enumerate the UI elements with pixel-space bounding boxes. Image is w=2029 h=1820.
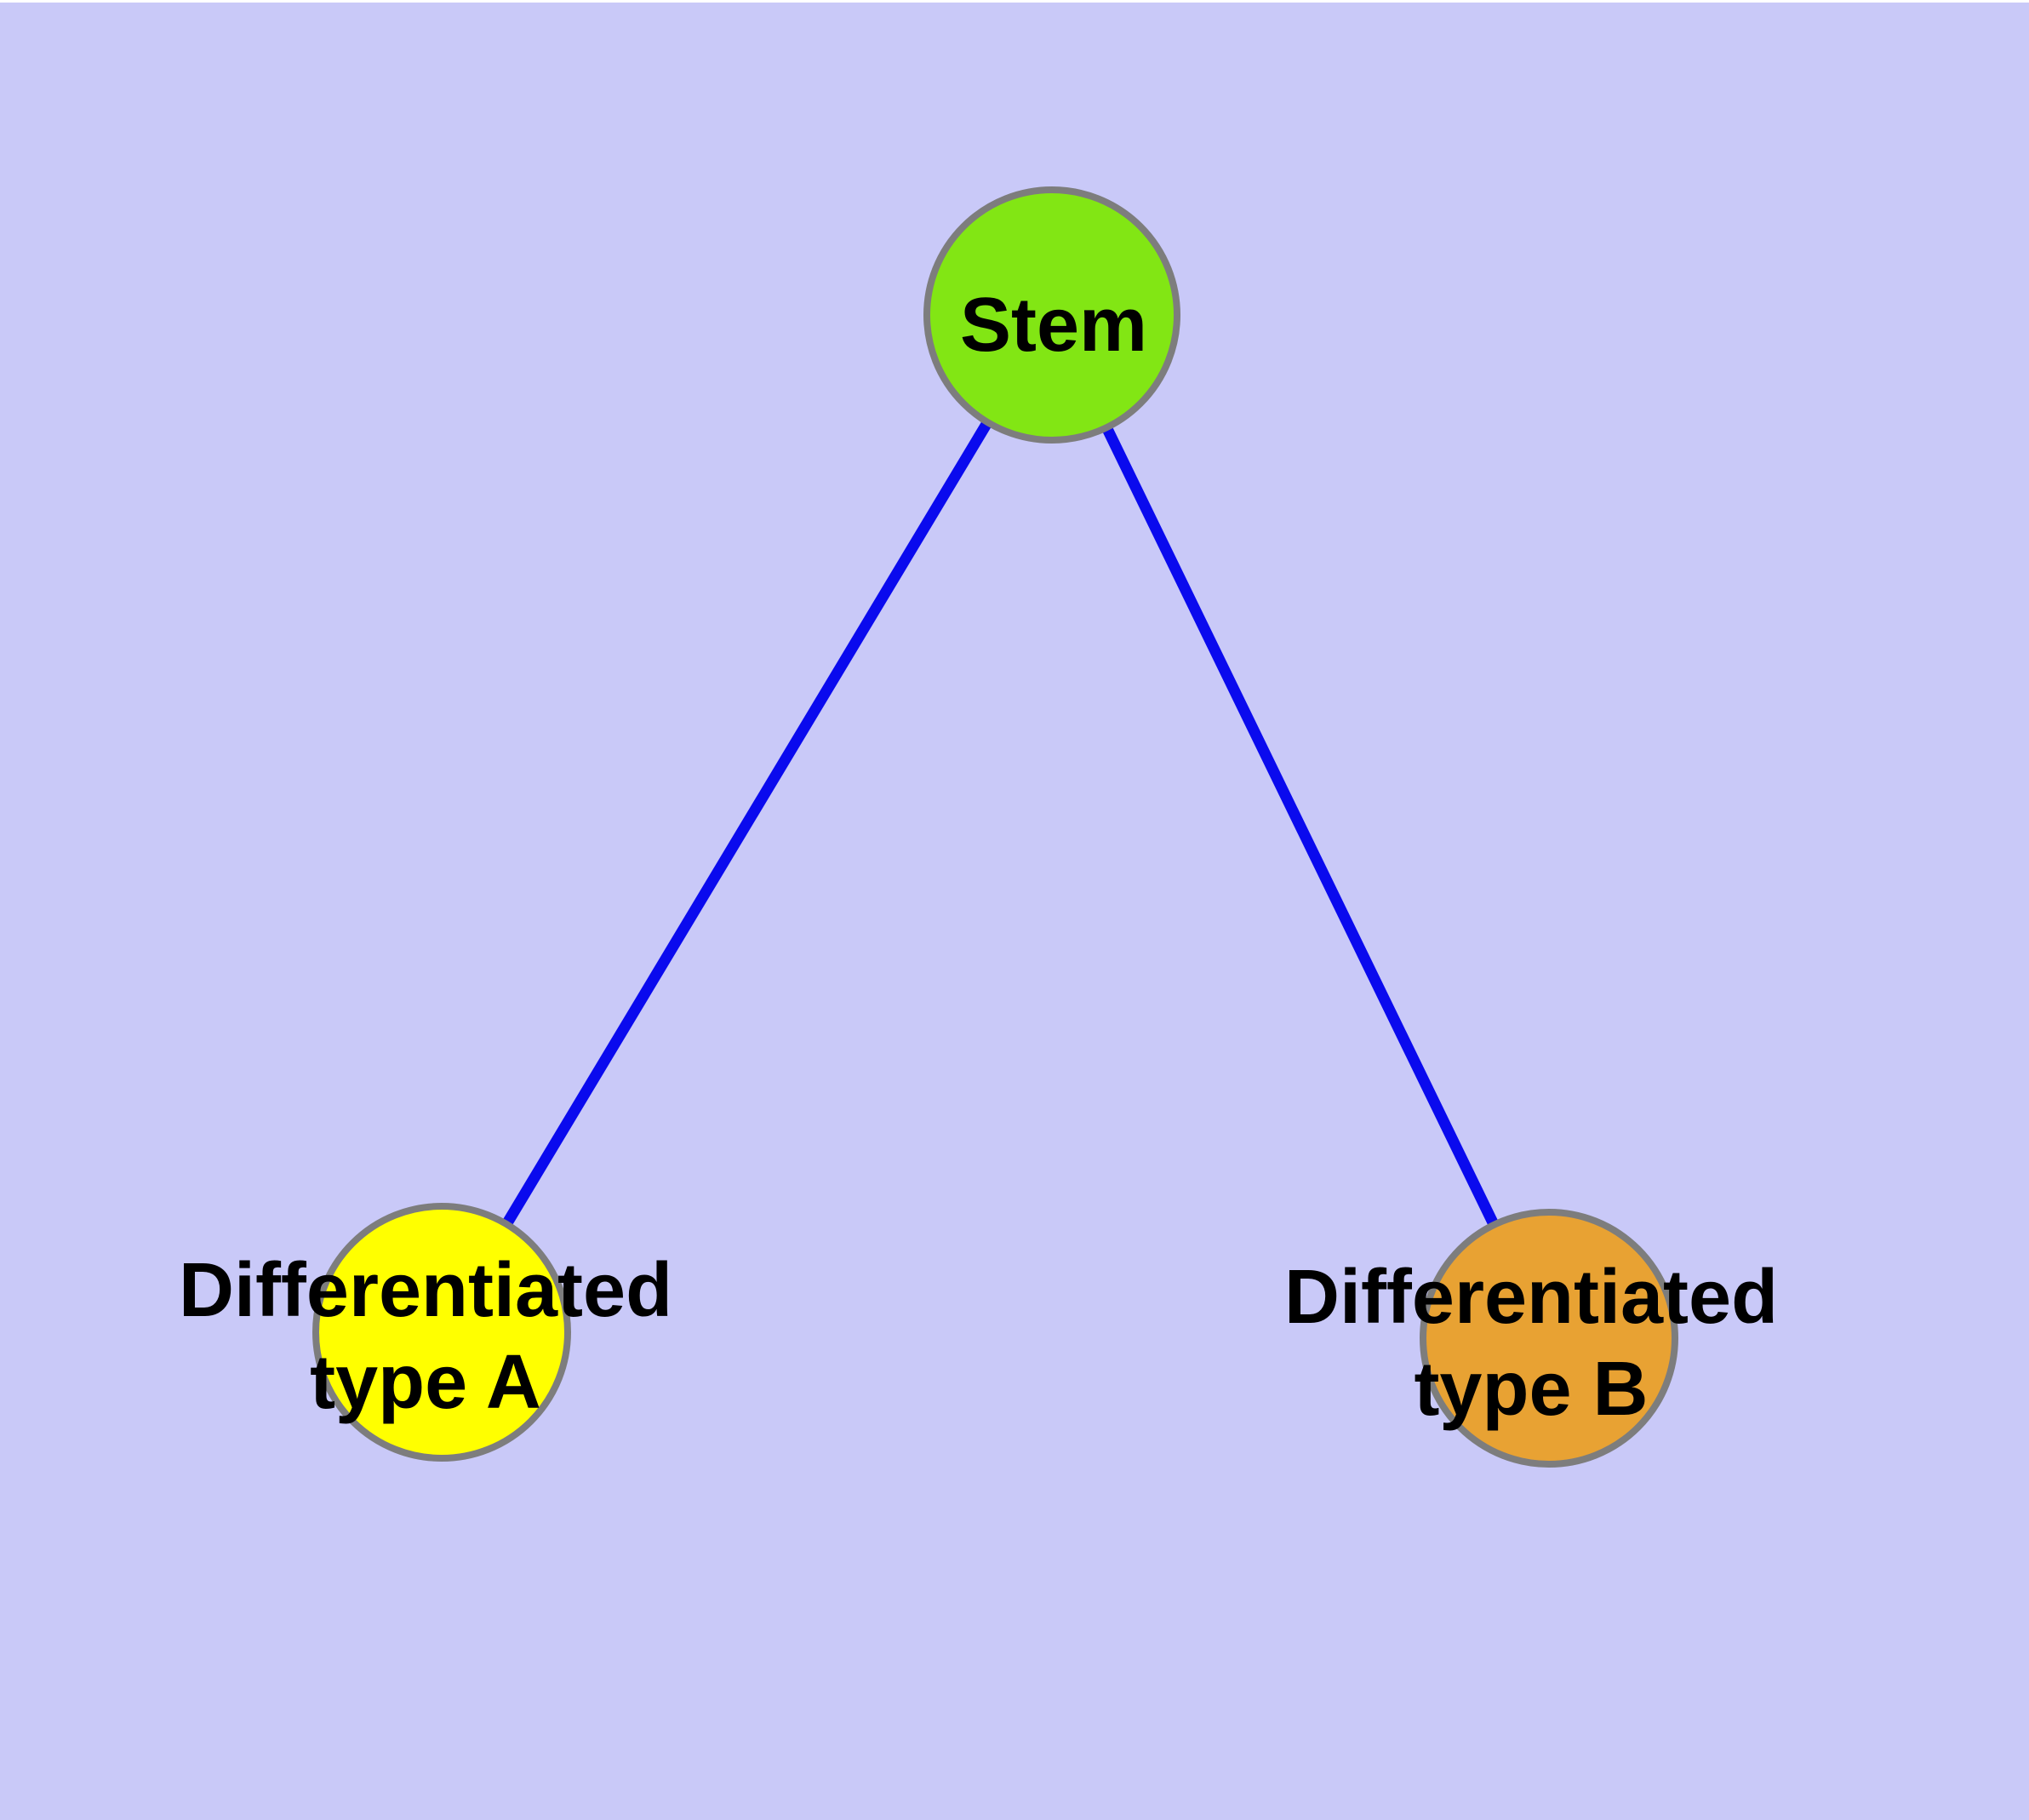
- type-b-node-circle: [1420, 1209, 1678, 1468]
- edge-stem-to-type-a: [437, 312, 1057, 1336]
- type-b-node-label-line2: type B: [1414, 1347, 1649, 1432]
- type-a-node-label: Differentiated type A: [179, 1245, 672, 1428]
- stem-node-label-line1: Stem: [959, 283, 1148, 368]
- type-b-node-label-line1: Differentiated: [1283, 1255, 1779, 1340]
- type-b-node-label: Differentiated type B: [1284, 1251, 1778, 1435]
- top-edge-artifact: [0, 0, 2029, 3]
- stem-node-label: Stem: [960, 279, 1147, 371]
- edge-stem-to-type-b: [1047, 312, 1554, 1341]
- type-a-node-label-line1: Differentiated: [178, 1248, 673, 1333]
- type-a-node-label-line2: type A: [310, 1340, 541, 1425]
- stem-node-circle: [923, 186, 1180, 444]
- type-a-node-circle: [312, 1203, 571, 1462]
